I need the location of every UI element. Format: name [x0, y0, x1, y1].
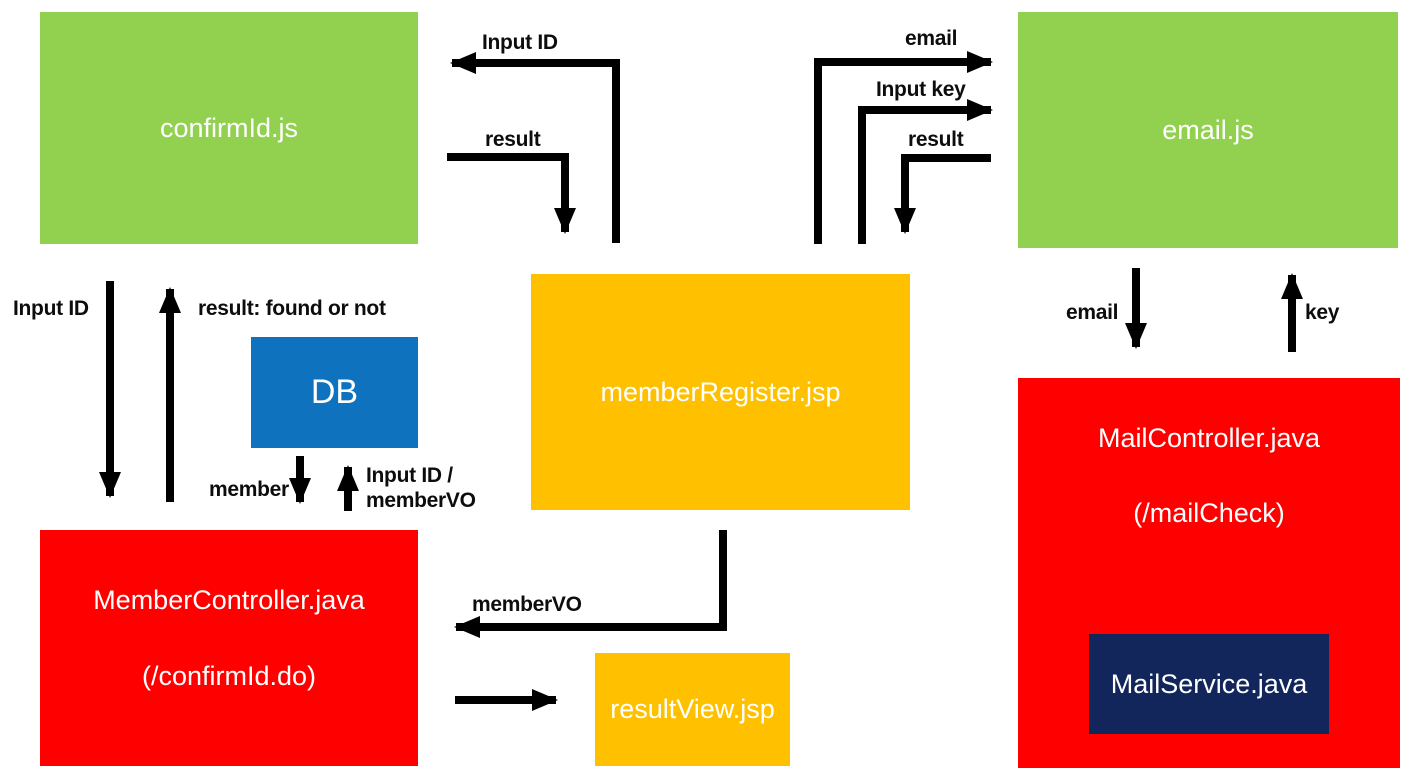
node-label: memberRegister.jsp [600, 376, 841, 407]
node-mailservice-java: MailService.java [1089, 634, 1329, 734]
label-input-id-membervo-line2: memberVO [366, 489, 476, 512]
node-label: MemberController.java [93, 585, 365, 615]
node-label: MailController.java [1097, 423, 1321, 453]
node-email-js: email.js [1018, 12, 1398, 248]
label-email-right: email [1066, 301, 1119, 324]
node-sublabel: (/mailCheck) [1133, 498, 1285, 528]
label-key-right: key [1305, 301, 1340, 324]
label-result-found-or-not: result: found or not [198, 297, 386, 320]
label-result-top-right: result [908, 128, 964, 151]
node-label: DB [310, 373, 359, 411]
label-email-top: email [905, 27, 958, 50]
node-resultview-jsp: resultView.jsp [595, 653, 790, 766]
arrow-input-key-to-emailjs [858, 99, 993, 244]
label-input-id-top: Input ID [482, 31, 558, 54]
node-membercontroller-java: MemberController.java (/confirmId.do) [40, 530, 418, 766]
label-input-key: Input key [876, 78, 966, 101]
node-mailcontroller-java: MailController.java (/mailCheck) MailSer… [1018, 378, 1400, 768]
label-input-id-left: Input ID [13, 297, 89, 320]
arrow-membervo-to-membercontroller [454, 530, 727, 638]
node-confirmid-js: confirmId.js [40, 12, 418, 244]
label-input-id-membervo-line1: Input ID / [366, 464, 453, 487]
node-label: resultView.jsp [610, 694, 775, 724]
label-result-top-left: result [485, 128, 541, 151]
label-membervo: memberVO [472, 593, 582, 616]
label-input-id-membervo: Input ID / memberVO [366, 463, 476, 513]
arrow-result-to-memberregister-left [447, 153, 576, 234]
node-db: DB [251, 337, 418, 448]
arrow-email-to-emailjs [814, 51, 993, 244]
node-label: MailService.java [1110, 668, 1308, 699]
node-label: confirmId.js [159, 112, 299, 143]
arrow-input-id-to-confirmid [450, 52, 620, 243]
node-sublabel: (/confirmId.do) [141, 661, 317, 691]
arrow-result-to-memberregister-right [894, 154, 991, 234]
label-member: member [209, 478, 289, 501]
node-memberregister-jsp: memberRegister.jsp [531, 274, 910, 510]
node-label: email.js [1162, 114, 1254, 145]
